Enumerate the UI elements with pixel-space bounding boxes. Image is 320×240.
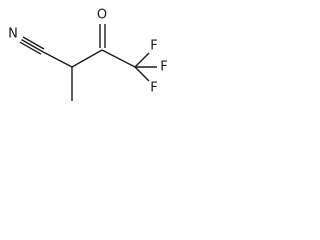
carbonyl-cf3-bond (101, 49, 136, 68)
nitrogen-label: N (8, 27, 18, 42)
fluorine-right-label: F (160, 60, 167, 75)
alpha-carbonyl-bond (71, 49, 103, 68)
carbonyl-double-bond (99, 24, 106, 48)
nitrile-triple-bond (19, 36, 45, 55)
nitrile-carbon-alpha-bond (42, 50, 73, 68)
oxygen-label: O (97, 8, 107, 23)
cf-bond-bottom (134, 66, 150, 82)
cf-bond-top (134, 52, 150, 68)
structural-formula: N O F F F (8, 8, 168, 101)
fluorine-top-label: F (150, 39, 157, 54)
fluorine-bottom-label: F (150, 81, 157, 96)
